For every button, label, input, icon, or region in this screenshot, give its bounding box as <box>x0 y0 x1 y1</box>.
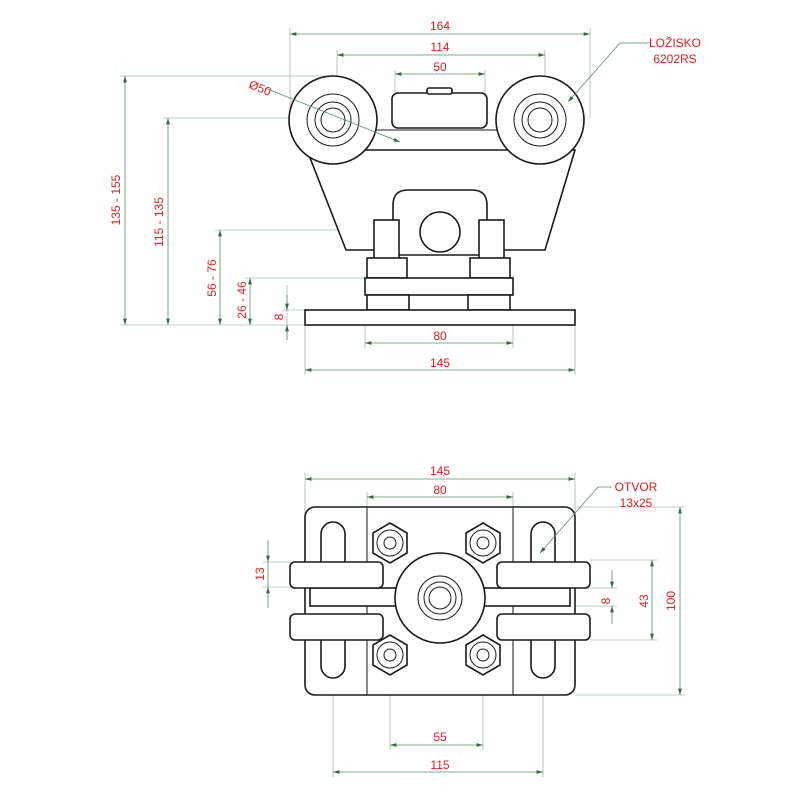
dim-base-width-top: 145 <box>430 464 450 478</box>
dim-wheel-spacing: 114 <box>430 40 449 54</box>
dim-overall-width: 164 <box>430 19 450 33</box>
wheel-top-left <box>289 561 384 589</box>
dim-height-hub: 56 - 76 <box>205 259 219 297</box>
dim-wheel-span: 43 <box>637 594 651 608</box>
side-view: 164 114 50 Ø50 80 145 135 - 155 115 - 13… <box>109 19 701 375</box>
dim-slot-height: 13 <box>253 567 267 581</box>
hex-nut <box>372 522 408 564</box>
hex-nut <box>465 522 501 564</box>
dim-base-thickness: 8 <box>272 313 286 320</box>
guide-tab <box>426 87 453 95</box>
hub-shaft <box>419 211 461 253</box>
wheel-top-right <box>496 561 591 589</box>
callout-hole-line1: OTVOR <box>615 480 658 494</box>
nut-lower-right <box>467 294 511 311</box>
dimension-lines <box>123 32 650 372</box>
hex-nut <box>372 634 408 676</box>
base-plate <box>304 309 576 326</box>
hex-nut <box>465 634 501 676</box>
bolt-left <box>373 219 400 261</box>
dim-bolt-spacing: 80 <box>433 329 447 343</box>
nut-upper-left <box>366 257 408 279</box>
nut-upper-right <box>469 257 511 279</box>
clamp-plate <box>364 277 514 296</box>
dim-nut-spacing: 55 <box>433 730 447 744</box>
callout-bearing-line2: 6202RS <box>653 52 696 66</box>
dim-height-total: 135 - 155 <box>109 174 123 225</box>
top-view: 145 80 13 8 43 100 55 115 OTVOR 13x25 <box>253 464 685 777</box>
dimension-lines-top <box>266 477 682 774</box>
dim-base-width: 145 <box>430 356 450 370</box>
wheel-right <box>495 75 585 165</box>
wheel-bottom-left <box>289 613 384 641</box>
top-guide-block <box>391 92 488 129</box>
hex-nuts <box>372 522 501 676</box>
dim-slot-spacing: 115 <box>430 758 449 772</box>
callout-hole-line2: 13x25 <box>620 496 653 510</box>
dim-height-wheel-axis: 115 - 135 <box>152 197 166 247</box>
dim-height-clamp: 26 - 46 <box>235 281 249 319</box>
nut-lower-left <box>366 294 410 311</box>
callout-bearing-line1: LOŽISKO <box>649 35 701 50</box>
center-hub-top <box>394 552 486 644</box>
dim-gap: 8 <box>599 597 613 604</box>
wheel-bottom-right <box>496 613 591 641</box>
dim-top-block: 50 <box>433 60 447 74</box>
wheel-left <box>288 75 378 165</box>
dim-inner-width: 80 <box>433 483 447 497</box>
dim-base-depth: 100 <box>664 591 678 611</box>
dim-wheel-diameter: Ø50 <box>247 77 274 99</box>
bolt-right <box>478 219 505 261</box>
